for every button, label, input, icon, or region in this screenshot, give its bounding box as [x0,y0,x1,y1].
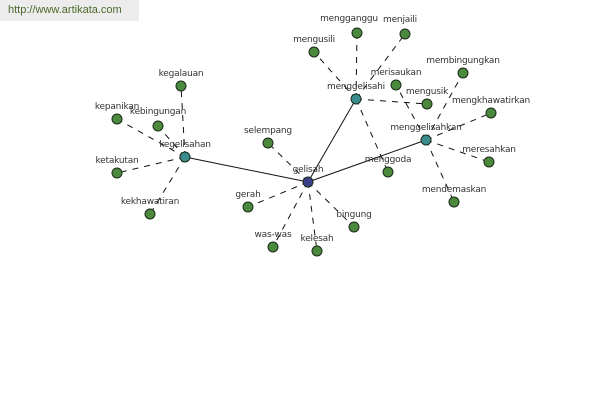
node-menggoda[interactable]: menggoda [365,155,412,178]
node-label: mengusili [293,35,335,45]
node-label: kelesah [301,234,334,244]
node-label: meresahkan [462,145,516,155]
node-label: ketakutan [95,156,138,166]
node-label: mengusik [406,87,449,97]
node-label: gelisah [293,165,324,175]
edge-gelisah-was-was [272,181,309,248]
node-mengkhawatirkan[interactable]: mengkhawatirkan [452,96,530,119]
node-circle[interactable] [267,241,279,253]
node-circle[interactable] [485,107,497,119]
node-kepanikan[interactable]: kepanikan [95,102,139,125]
edge-gelisah-bingung [307,181,355,228]
node-circle[interactable] [144,208,156,220]
node-circle[interactable] [421,98,433,110]
node-mengusili[interactable]: mengusili [293,35,335,58]
node-bingung[interactable]: bingung [336,210,372,233]
node-circle[interactable] [111,113,123,125]
node-mengusik[interactable]: mengusik [406,87,449,110]
edges [116,32,492,252]
node-label: menggelisahkan [390,123,461,133]
node-circle[interactable] [399,28,411,40]
node-mendemaskan[interactable]: mendemaskan [422,185,486,208]
node-label: mengganggu [320,14,378,24]
node-selempang[interactable]: selempang [244,126,292,149]
node-gerah[interactable]: gerah [235,190,261,213]
node-label: kepanikan [95,102,139,112]
node-circle[interactable] [308,46,320,58]
node-label: kekhawatiran [121,197,179,207]
node-label: kegalauan [159,69,204,79]
edge-menggelisahkan-membingungkan [425,72,464,141]
node-circle[interactable] [420,134,432,146]
node-circle[interactable] [483,156,495,168]
node-label: menjaili [383,15,417,25]
node-kebingungan[interactable]: kebingungan [130,107,186,132]
edge-gelisah-menggelisahkan [307,139,427,183]
node-label: menggoda [365,155,412,165]
edge-menggelisahi-menjaili [355,33,406,100]
node-label: selempang [244,126,292,136]
watermark-link[interactable]: http://www.artikata.com [0,0,139,21]
node-circle[interactable] [351,27,363,39]
node-kekhawatiran[interactable]: kekhawatiran [121,197,179,220]
node-label: gerah [235,190,260,200]
node-label: menggelisahi [327,82,385,92]
node-kegalauan[interactable]: kegalauan [159,69,204,92]
node-circle[interactable] [175,80,187,92]
node-label: mengkhawatirkan [452,96,530,106]
edge-menggelisahi-menggoda [355,98,389,173]
node-circle[interactable] [457,67,469,79]
node-circle[interactable] [390,79,402,91]
node-circle[interactable] [348,221,360,233]
edge-gelisah-selempang [267,142,309,183]
node-mengganggu[interactable]: mengganggu [320,14,378,39]
node-label: membingungkan [426,56,500,66]
node-circle[interactable] [350,93,362,105]
node-merisaukan[interactable]: merisaukan [371,68,422,91]
node-circle[interactable] [262,137,274,149]
edge-gelisah-kegelisahan [184,156,309,183]
node-ketakutan[interactable]: ketakutan [95,156,139,179]
node-circle[interactable] [311,245,323,257]
node-circle[interactable] [179,151,191,163]
node-circle[interactable] [111,167,123,179]
edge-gelisah-menggelisahi [307,98,357,183]
node-label: was-was [255,230,292,240]
node-circle[interactable] [382,166,394,178]
node-circle[interactable] [302,176,314,188]
node-label: mendemaskan [422,185,486,195]
node-meresahkan[interactable]: meresahkan [462,145,516,168]
edge-menggelisahkan-merisaukan [395,84,427,141]
edge-menggelisahi-mengusik [355,98,428,105]
node-circle[interactable] [152,120,164,132]
node-kegelisahan[interactable]: kegelisahan [159,140,211,163]
node-circle[interactable] [448,196,460,208]
edge-kegelisahan-kepanikan [116,118,186,158]
node-label: merisaukan [371,68,422,78]
node-was-was[interactable]: was-was [255,230,292,253]
node-menggelisahi[interactable]: menggelisahi [327,82,385,105]
node-label: kegelisahan [159,140,211,150]
node-label: bingung [336,210,371,220]
node-menggelisahkan[interactable]: menggelisahkan [390,123,462,146]
node-kelesah[interactable]: kelesah [301,234,334,257]
node-menjaili[interactable]: menjaili [383,15,417,40]
node-gelisah[interactable]: gelisah [293,165,324,188]
node-circle[interactable] [242,201,254,213]
edge-menggelisahi-mengusili [313,51,357,100]
node-membingungkan[interactable]: membingungkan [426,56,500,79]
nodes: gelisah kegelisahan menggelisahi menggelisa… [95,14,530,257]
node-label: kebingungan [130,107,186,117]
